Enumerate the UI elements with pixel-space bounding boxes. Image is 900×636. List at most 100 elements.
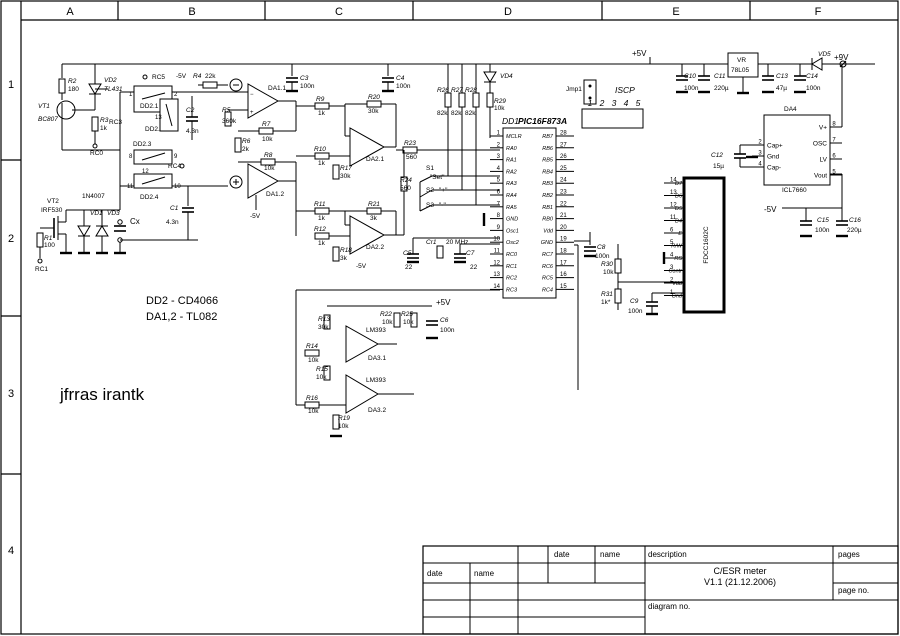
- mcu-section: R26 82k R27 82k R28 82k R29 10k VD4 DD1 …: [403, 64, 610, 390]
- tb-description-label: description: [648, 550, 687, 559]
- da4-pin-number: 5: [832, 170, 836, 176]
- lcd-pin-signal: RS: [674, 256, 682, 262]
- r29-value: 10k: [494, 105, 505, 112]
- r22-value: 10k: [382, 319, 393, 326]
- pic-left-pin-number: 2: [497, 142, 501, 148]
- r2-label: R2: [68, 78, 77, 85]
- tb-name-label-top: name: [600, 550, 621, 559]
- c4-value: 100n: [396, 83, 411, 90]
- icl7660-chip: [763, 114, 831, 186]
- lcd-pin-number: 11: [670, 215, 677, 221]
- lcd-pin-number: 3: [670, 265, 674, 271]
- da4-pin-signal: Cap-: [767, 165, 781, 172]
- plus5v-label-2: +5V: [436, 298, 451, 307]
- pic-left-pin-number: 1: [497, 131, 501, 137]
- r31-label: R31: [601, 291, 613, 298]
- lcd-pin-signal: D7: [675, 181, 683, 187]
- pic-right-pin-number: 22: [560, 201, 567, 207]
- r14-label: R14: [306, 343, 318, 350]
- jmp1-label: Jmp1: [566, 86, 582, 93]
- lcd-pin-signal: E: [678, 231, 682, 237]
- rc5-label: RC5: [152, 74, 165, 81]
- c14-value: 100n: [806, 85, 821, 92]
- pic-left-pin-signal: Osc2: [506, 240, 519, 246]
- da31-label: DA3.1: [368, 355, 386, 362]
- pic-right-pin-signal: RC4: [542, 287, 553, 293]
- r18-label: R18: [340, 247, 352, 254]
- lcd-pin-number: 14: [670, 178, 677, 184]
- c9-label: C9: [630, 298, 639, 305]
- pic-left-pin-signal: RA3: [506, 181, 518, 187]
- s1-label: S1: [426, 165, 434, 172]
- r28-label: R28: [465, 87, 477, 94]
- pic-left-pin-signal: RC1: [506, 264, 517, 270]
- vr-label: VR: [737, 57, 746, 64]
- dd23-label: DD2.3: [133, 141, 152, 148]
- da4-pin-number: 2: [758, 140, 762, 146]
- notes: DD2 - CD4066 DA1,2 - TL082 jfrras irantk: [59, 295, 218, 404]
- power-supply: +5V C10 100n C11 220µ VR 78L05 C13 47µ C…: [632, 49, 862, 238]
- r7-label: R7: [262, 121, 271, 128]
- r12-label: R12: [314, 226, 326, 233]
- minus5v-label-4: -5V: [764, 205, 777, 214]
- r27-value: 82k: [451, 110, 462, 117]
- da4-pin-signal: LV: [820, 157, 828, 164]
- c13-value: 47µ: [776, 85, 787, 92]
- da4-label: DA4: [784, 106, 797, 113]
- c4-label: C4: [396, 75, 405, 82]
- pic-left-pin-signal: RA5: [506, 205, 518, 211]
- c5-label: C5: [403, 250, 412, 257]
- c14-label: C14: [806, 73, 818, 80]
- iscp-label: ISCP: [615, 85, 635, 95]
- c3-label: C3: [300, 75, 309, 82]
- da22-label: DA2.2: [366, 244, 384, 251]
- da4-pin-signal: Vout: [814, 173, 827, 180]
- da4-pin-number: 8: [832, 122, 836, 128]
- r24-label: R24: [400, 177, 412, 184]
- zone-col-b: B: [188, 6, 195, 18]
- r11-value: 1k: [318, 215, 326, 222]
- r4-value: 22k: [205, 73, 216, 80]
- r13-value: 30k: [318, 324, 329, 331]
- plus5v-label: +5V: [632, 49, 647, 58]
- r30-value: 10k: [603, 269, 614, 276]
- dd21-label: DD2.1: [140, 103, 159, 110]
- c16-value: 220µ: [847, 227, 862, 234]
- da4-pin-number: 3: [758, 151, 762, 157]
- lcd-pin-number: 5: [670, 240, 674, 246]
- r27-label: R27: [451, 87, 463, 94]
- cr1-label: Cr1: [426, 239, 437, 246]
- lm393-label-2: LM393: [366, 377, 386, 384]
- svg-text:1: 1: [129, 92, 133, 98]
- c8-label: C8: [597, 244, 606, 251]
- dd1-value: PIC16F873A: [518, 116, 567, 126]
- lcd-pin-number: 2: [670, 278, 674, 284]
- zone-col-d: D: [504, 6, 512, 18]
- r1-value: 100: [44, 242, 55, 249]
- lcd-section: FDCC1602C 14D713D612D511D46E5R/W4RS3Cont…: [601, 176, 726, 316]
- pic-right-pin-number: 15: [560, 284, 567, 290]
- pic-left-pin-number: 8: [497, 213, 501, 219]
- zone-row-4: 4: [8, 545, 14, 557]
- pic-right-pin-number: 28: [560, 131, 567, 137]
- pic-left-pin-signal: RC3: [506, 287, 518, 293]
- s1-value: "Set": [430, 174, 445, 181]
- c15-value: 100n: [815, 227, 830, 234]
- c15-label: C15: [817, 217, 829, 224]
- r16-value: 10k: [308, 408, 319, 415]
- pic-right-pin-signal: Vdd: [543, 228, 554, 234]
- pic-right-pin-number: 27: [560, 142, 567, 148]
- pic-right-pin-number: 26: [560, 154, 567, 160]
- pic-left-pin-signal: RC2: [506, 276, 517, 282]
- r4-label: R4: [193, 73, 202, 80]
- da11-label: DA1.1: [268, 85, 286, 92]
- lcd-pin-number: 13: [670, 190, 677, 196]
- c10-label: C10: [684, 73, 696, 80]
- c9-value: 100n: [628, 308, 643, 315]
- iscp-pin-number: 3: [612, 98, 617, 108]
- pic-left-pin-signal: RA4: [506, 193, 517, 199]
- da4-pin-signal: OSC: [813, 141, 827, 148]
- lcd-pin-number: 6: [670, 228, 674, 234]
- zone-col-f: F: [815, 6, 822, 18]
